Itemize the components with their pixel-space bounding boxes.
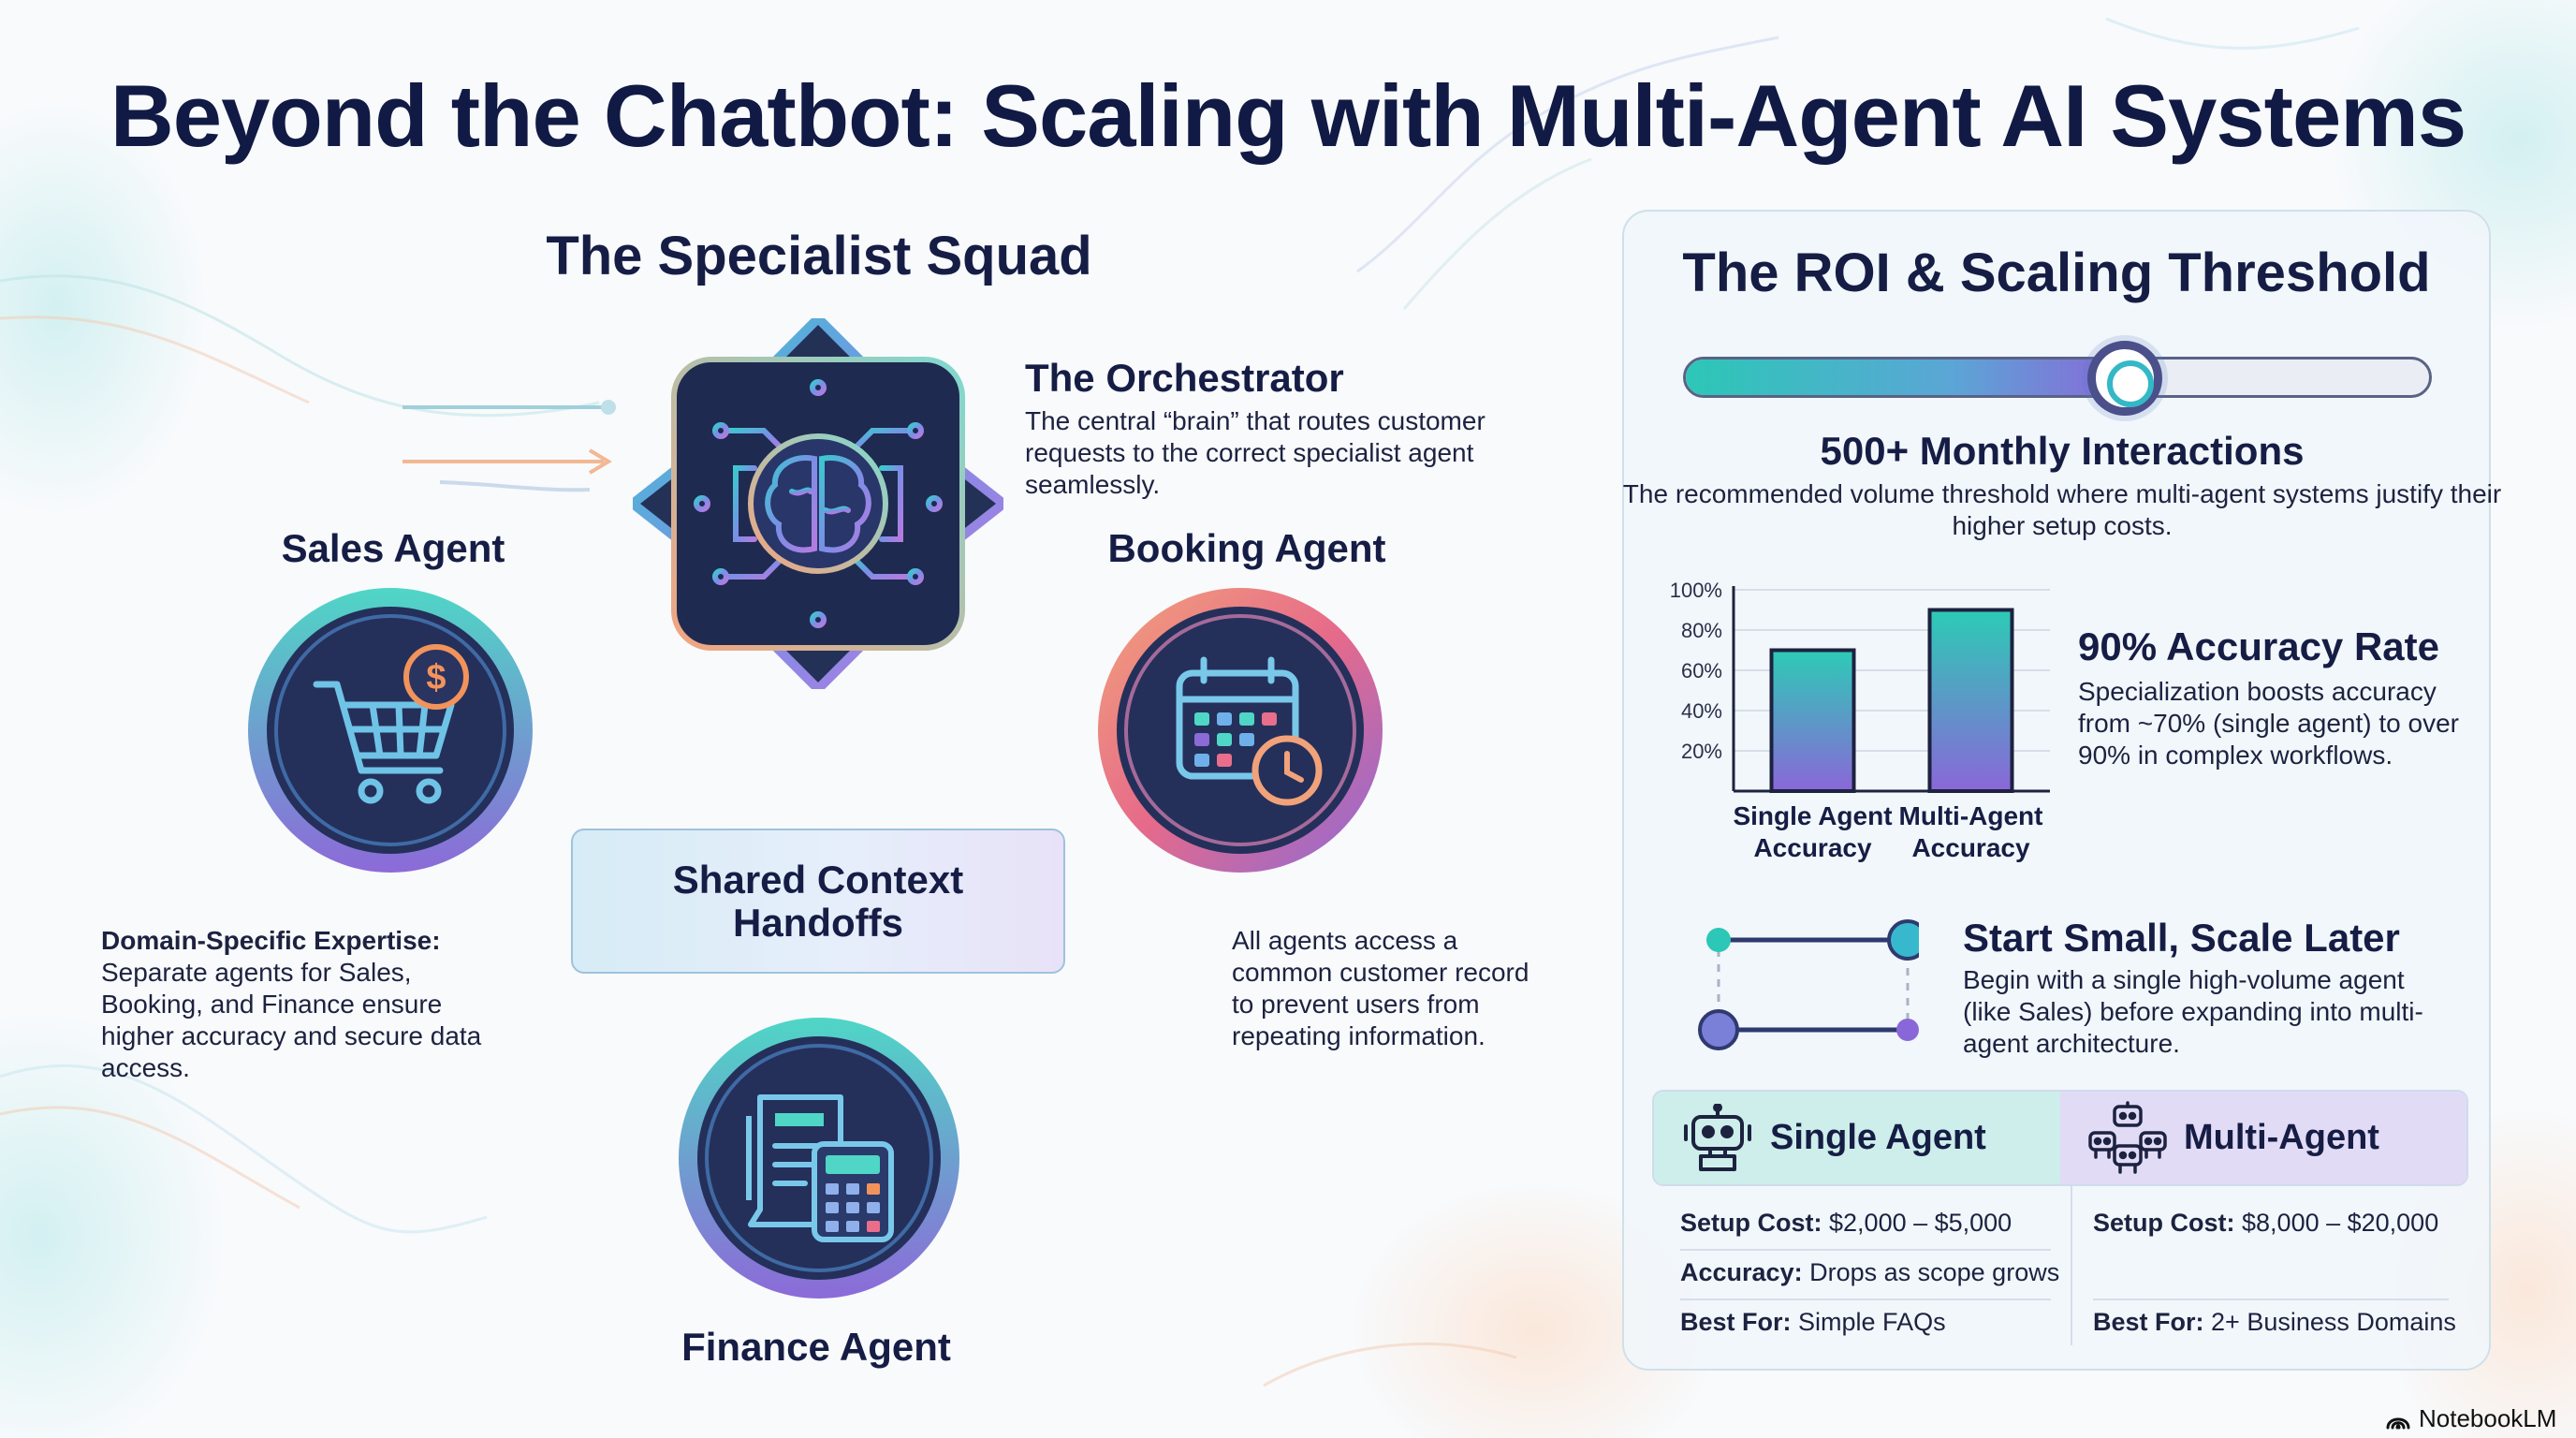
single-row-separator-1: [1680, 1249, 2051, 1251]
multi-best-for-row: Best For: 2+ Business Domains: [2093, 1306, 2456, 1338]
single-row-separator-2: [1680, 1299, 2051, 1300]
domain-expertise-text: Domain-Specific Expertise: Separate agen…: [101, 925, 504, 1084]
threshold-slider-track: [1683, 357, 2432, 398]
booking-agent-label: Booking Agent: [1107, 526, 1386, 570]
incoming-arrows-decoration: [402, 400, 616, 492]
robot-icon: [1684, 1103, 1751, 1171]
multi-best-for-value: 2+ Business Domains: [2211, 1308, 2456, 1336]
orchestrator-title: The Orchestrator: [1025, 356, 1344, 400]
y-tick-label: 100%: [1670, 579, 1722, 602]
robot-group-icon: [2088, 1100, 2167, 1174]
single-setup-cost-label: Setup Cost:: [1680, 1209, 1822, 1237]
notebooklm-logo-icon: [2386, 1417, 2410, 1429]
start-small-description: Begin with a single high-volume agent (l…: [1963, 965, 2423, 1058]
single-setup-cost-row: Setup Cost: $2,000 – $5,000: [1680, 1207, 2012, 1239]
brand-watermark: NotebookLM: [2385, 1404, 2556, 1433]
multi-setup-cost-value: $8,000 – $20,000: [2242, 1209, 2439, 1237]
svg-text:$: $: [426, 658, 446, 697]
multi-agent-header: Multi-Agent: [2060, 1092, 2466, 1184]
main-title: Beyond the Chatbot: Scaling with Multi-A…: [110, 66, 2466, 165]
threshold-slider-fill: [1686, 360, 2128, 395]
y-tick-label: 40%: [1681, 699, 1722, 723]
brain-circuit-icon: [633, 318, 1003, 689]
single-setup-cost-value: $2,000 – $5,000: [1829, 1209, 2012, 1237]
roi-title: The ROI & Scaling Threshold: [1682, 242, 2431, 303]
single-best-for-label: Best For:: [1680, 1308, 1792, 1336]
finance-agent-label: Finance Agent: [681, 1325, 951, 1369]
accuracy-title: 90% Accuracy Rate: [2078, 624, 2439, 668]
multi-agent-header-label: Multi-Agent: [2184, 1118, 2379, 1157]
x-tick-label: Multi-Agent: [1899, 801, 2043, 830]
y-tick-label: 60%: [1681, 659, 1722, 682]
bar: [1769, 648, 1856, 793]
domain-expertise-body: Separate agents for Sales, Booking, and …: [101, 958, 482, 1082]
multi-best-for-label: Best For:: [2093, 1308, 2204, 1336]
multi-setup-cost-label: Setup Cost:: [2093, 1209, 2235, 1237]
scale-path-icon: [1698, 919, 1919, 1050]
threshold-slider-knob: [2087, 341, 2162, 416]
single-accuracy-label: Accuracy:: [1680, 1258, 1803, 1286]
accuracy-description: Specialization boosts accuracy from ~70%…: [2078, 677, 2459, 770]
brand-label: NotebookLM: [2419, 1404, 2557, 1432]
calendar-clock-icon: [1098, 588, 1383, 873]
x-tick-label: Accuracy: [1911, 833, 2030, 862]
x-tick-label: Accuracy: [1753, 833, 1872, 862]
threshold-description: The recommended volume threshold where m…: [1622, 479, 2502, 540]
threshold-title: 500+ Monthly Interactions: [1820, 429, 2305, 473]
comparison-column-divider: [2071, 1186, 2072, 1345]
y-tick-label: 80%: [1681, 619, 1722, 642]
single-accuracy-value: Drops as scope grows: [1809, 1258, 2060, 1286]
single-agent-header-label: Single Agent: [1770, 1118, 1986, 1157]
sales-agent-label: Sales Agent: [281, 526, 505, 570]
shared-record-text: All agents access a common customer reco…: [1232, 926, 1530, 1050]
start-small-title: Start Small, Scale Later: [1963, 916, 2400, 960]
x-tick-label: Single Agent: [1733, 801, 1892, 830]
shopping-cart-dollar-icon: $: [248, 588, 533, 873]
receipt-calculator-icon: [679, 1018, 959, 1299]
bar: [1927, 608, 2014, 793]
domain-expertise-label: Domain-Specific Expertise:: [101, 926, 441, 955]
single-accuracy-row: Accuracy: Drops as scope grows: [1680, 1256, 2059, 1288]
orchestrator-description: The central “brain” that routes customer…: [1025, 406, 1486, 499]
squad-title: The Specialist Squad: [546, 226, 1092, 286]
single-best-for-value: Simple FAQs: [1798, 1308, 1946, 1336]
multi-row-separator: [2093, 1299, 2449, 1300]
single-best-for-row: Best For: Simple FAQs: [1680, 1306, 1946, 1338]
comparison-header: Single Agent Multi-Agent: [1652, 1090, 2468, 1186]
shared-context-box: Shared Context Handoffs: [571, 829, 1065, 974]
multi-setup-cost-row: Setup Cost: $8,000 – $20,000: [2093, 1207, 2438, 1239]
y-tick-label: 20%: [1681, 740, 1722, 763]
single-agent-header: Single Agent: [1654, 1092, 2060, 1184]
